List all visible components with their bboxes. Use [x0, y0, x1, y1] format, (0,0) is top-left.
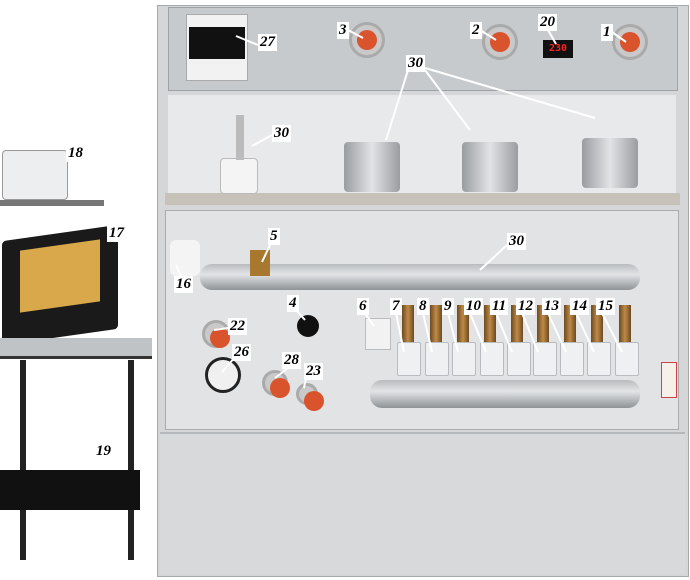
valve-brass	[619, 305, 631, 345]
top-instrument-panel	[168, 7, 678, 91]
callout-30-gas-meters: 30	[406, 55, 425, 72]
sensor-28	[262, 370, 290, 398]
manometer-26	[205, 357, 241, 393]
module-6	[365, 318, 391, 350]
desk-legs	[20, 360, 26, 560]
flow-meter-4	[297, 315, 319, 337]
gas-meter-left	[344, 142, 400, 192]
callout-2: 2	[470, 22, 482, 39]
callout-28: 28	[282, 352, 301, 369]
desk-top	[0, 338, 152, 359]
callout-30-manifold: 30	[507, 233, 526, 250]
callout-26: 26	[232, 344, 251, 361]
circuit-breaker-box	[186, 14, 248, 81]
callout-1: 1	[601, 24, 613, 41]
callout-27: 27	[258, 34, 277, 51]
sensor-22	[202, 320, 230, 348]
callout-8: 8	[417, 298, 429, 315]
callout-30-tube: 30	[272, 125, 291, 142]
pressure-gauge-2	[482, 24, 518, 60]
system-unit	[0, 470, 140, 510]
valve-brass	[591, 305, 603, 345]
pressure-gauge-1	[612, 24, 648, 60]
valve-brass	[511, 305, 523, 345]
vertical-tube	[236, 115, 244, 160]
valve-brass	[402, 305, 414, 345]
callout-20: 20	[538, 14, 557, 31]
warning-sign	[661, 362, 677, 398]
callout-14: 14	[570, 298, 589, 315]
callout-4: 4	[287, 295, 299, 312]
gas-meter-right	[582, 138, 638, 188]
callout-5: 5	[268, 228, 280, 245]
valve-brass	[564, 305, 576, 345]
printer-shelf	[0, 200, 104, 206]
valve-brass	[484, 305, 496, 345]
callout-7: 7	[390, 298, 402, 315]
meter-11	[507, 342, 531, 376]
digital-display: 230	[543, 40, 573, 58]
desk-legs	[128, 360, 134, 560]
callout-23: 23	[304, 363, 323, 380]
lower-cabinet	[160, 432, 685, 574]
printer	[2, 150, 68, 200]
pressure-gauge-3	[349, 22, 385, 58]
sensor-23	[296, 383, 324, 411]
meter-7	[397, 342, 421, 376]
inlet-pipe	[170, 240, 200, 276]
meter-8	[425, 342, 449, 376]
valve-brass	[457, 305, 469, 345]
callout-11: 11	[490, 298, 509, 315]
callout-12: 12	[516, 298, 535, 315]
callout-3: 3	[337, 22, 349, 39]
upper-manifold-pipe	[200, 264, 640, 290]
flow-sensor-box	[220, 158, 258, 194]
callout-10: 10	[464, 298, 483, 315]
callout-13: 13	[542, 298, 561, 315]
lower-manifold-pipe	[370, 380, 640, 408]
callout-9: 9	[442, 298, 454, 315]
gas-meter-middle	[462, 142, 518, 192]
callout-19: 19	[96, 443, 111, 459]
valve-brass	[537, 305, 549, 345]
callout-15: 15	[596, 298, 615, 315]
callout-22: 22	[228, 318, 247, 335]
callout-6: 6	[357, 298, 369, 315]
callout-16: 16	[174, 276, 193, 293]
valve-brass	[430, 305, 442, 345]
shelf-board	[165, 193, 680, 205]
meter-12	[533, 342, 557, 376]
callout-17: 17	[107, 225, 126, 242]
callout-18: 18	[66, 145, 85, 162]
